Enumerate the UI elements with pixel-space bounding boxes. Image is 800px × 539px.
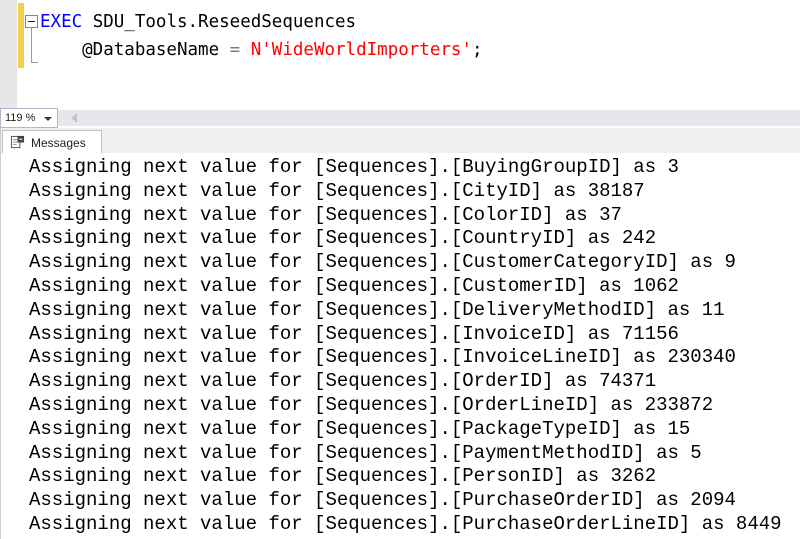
message-line: Assigning next value for [Sequences].[Cu… bbox=[29, 251, 736, 274]
param-name: @DatabaseName bbox=[40, 40, 230, 60]
message-line: Assigning next value for [Sequences].[Bu… bbox=[29, 156, 679, 178]
sql-code: EXEC SDU_Tools.ReseedSequences @Database… bbox=[40, 8, 483, 64]
minus-glyph bbox=[28, 21, 35, 22]
horizontal-scrollbar[interactable] bbox=[58, 110, 800, 126]
proc-name: SDU_Tools.ReseedSequences bbox=[82, 12, 357, 32]
message-line: Assigning next value for [Sequences].[In… bbox=[29, 346, 736, 369]
tab-messages[interactable]: Messages bbox=[2, 130, 102, 154]
message-line: Assigning next value for [Sequences].[Cu… bbox=[29, 274, 679, 297]
fold-collapse-icon[interactable] bbox=[25, 15, 38, 28]
results-tab-strip: Messages bbox=[1, 128, 800, 154]
code-line-2: @DatabaseName = N'WideWorldImporters'; bbox=[40, 36, 483, 64]
zoom-level-dropdown[interactable]: 119 % bbox=[0, 108, 58, 128]
message-line: Assigning next value for [Sequences].[De… bbox=[29, 298, 725, 321]
messages-icon bbox=[10, 135, 25, 150]
editor-status-row: 119 % bbox=[0, 108, 800, 128]
zoom-level-value: 119 % bbox=[5, 112, 36, 124]
scroll-left-icon[interactable] bbox=[71, 113, 77, 123]
messages-output[interactable]: Assigning next value for [Sequences].[Bu… bbox=[2, 153, 800, 539]
results-pane: Messages Assigning next value for [Seque… bbox=[0, 128, 800, 539]
fold-region-end-tick bbox=[31, 62, 38, 63]
tab-messages-label: Messages bbox=[31, 135, 86, 150]
track-changes-bar bbox=[18, 3, 24, 68]
query-editor[interactable]: EXEC SDU_Tools.ReseedSequences @Database… bbox=[0, 0, 800, 110]
fold-region-line bbox=[31, 28, 32, 63]
message-line: Assigning next value for [Sequences].[Pu… bbox=[29, 489, 736, 512]
editor-selection-margin bbox=[0, 0, 17, 110]
message-line: Assigning next value for [Sequences].[Co… bbox=[29, 227, 657, 250]
message-line: Assigning next value for [Sequences].[Ci… bbox=[29, 179, 645, 202]
string-literal: N'WideWorldImporters' bbox=[250, 40, 472, 60]
equals-operator: = bbox=[229, 40, 251, 60]
code-line-1: EXEC SDU_Tools.ReseedSequences bbox=[40, 8, 483, 36]
message-line: Assigning next value for [Sequences].[In… bbox=[29, 322, 679, 345]
chevron-down-icon bbox=[44, 117, 52, 121]
statement-terminator: ; bbox=[472, 40, 483, 60]
message-line: Assigning next value for [Sequences].[Pa… bbox=[29, 441, 702, 464]
message-line: Assigning next value for [Sequences].[Pe… bbox=[29, 465, 657, 488]
message-line: Assigning next value for [Sequences].[Co… bbox=[29, 203, 622, 226]
message-line: Assigning next value for [Sequences].[Pa… bbox=[29, 417, 691, 440]
message-line: Assigning next value for [Sequences].[Or… bbox=[29, 370, 657, 393]
message-line: Assigning next value for [Sequences].[Or… bbox=[29, 393, 714, 416]
message-line: Assigning next value for [Sequences].[Pu… bbox=[29, 512, 782, 535]
keyword-exec: EXEC bbox=[40, 12, 83, 32]
